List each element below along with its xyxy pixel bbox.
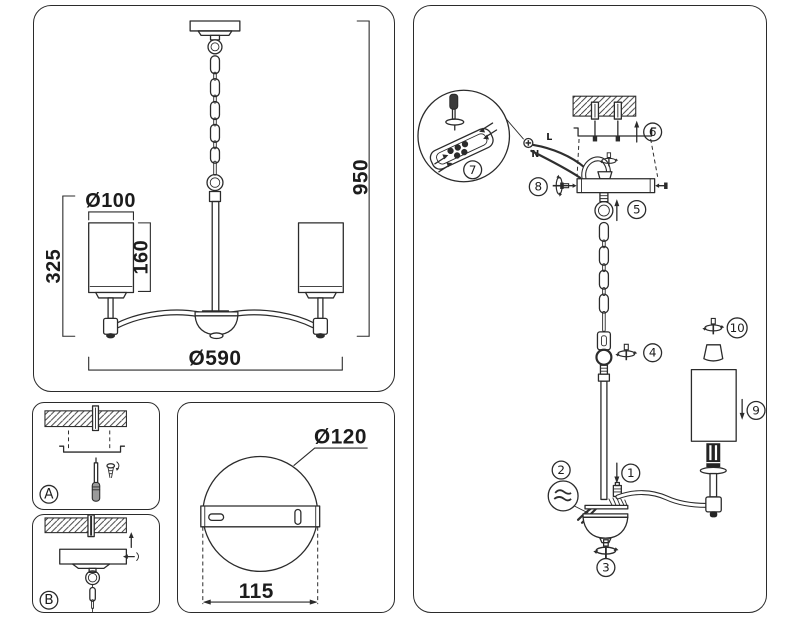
callout-1-label: 1 — [627, 466, 635, 480]
callout-1-circle — [621, 463, 641, 483]
step-a-drawing: A — [39, 405, 127, 504]
callout-4-label: 4 — [649, 346, 657, 360]
projection-left — [576, 138, 580, 177]
dim-mount-spacing: 115 — [202, 526, 319, 605]
step-a-badge: A — [39, 484, 59, 504]
tighten-icon-10 — [701, 317, 726, 336]
overview-panel: Ø100 160 325 950 Ø590 — [33, 5, 395, 392]
wire-neutral-label: N — [531, 149, 539, 160]
terminal-block-icon — [429, 128, 494, 170]
ceiling — [44, 515, 127, 538]
tighten-icon-canopy — [598, 152, 619, 168]
callout-7-circle — [463, 160, 483, 180]
step-b-badge: B — [39, 590, 59, 610]
step-a-panel: A — [32, 402, 160, 510]
lamp-socket — [699, 443, 727, 518]
tighten-icon-4 — [614, 343, 639, 362]
callout-3-label: 3 — [602, 561, 610, 575]
dim-fixture-height: 325 — [43, 195, 76, 337]
dim-label-mount-spacing: 115 — [239, 580, 274, 603]
dim-label-overall-height: 950 — [350, 159, 373, 195]
callout-8-label: 8 — [534, 180, 542, 194]
step-b-label: B — [44, 592, 53, 608]
stem — [597, 373, 611, 501]
dim-label-plate-diameter: Ø120 — [314, 426, 367, 449]
ceiling — [44, 405, 127, 432]
wire-live-label: L — [546, 132, 552, 143]
mounting-screws — [592, 120, 621, 142]
projection-right — [650, 138, 659, 177]
lift-arrow-icon — [128, 532, 134, 548]
canopy-hub — [71, 563, 111, 612]
mounting-bar — [200, 505, 321, 528]
assembly-drawing: 6 — [417, 89, 766, 578]
callout-2-label: 2 — [557, 463, 565, 477]
center-stem — [201, 200, 230, 318]
bar-screw-right — [655, 182, 668, 189]
canopy-plate-panel: Ø120 115 — [177, 402, 395, 613]
terminal-block-bubble: 7 — [417, 89, 524, 183]
dim-plate-diameter: Ø120 — [293, 426, 368, 466]
callout-6: 6 — [634, 120, 663, 143]
assembly-panel: 6 — [413, 5, 767, 613]
dim-shade-diameter: Ø100 — [85, 190, 136, 221]
motion-arrows — [434, 122, 498, 173]
chain-connector: 4 — [595, 331, 663, 375]
bowl — [582, 516, 629, 539]
arm — [615, 490, 709, 508]
canopy-and-chain — [189, 20, 241, 203]
lamp-column: 10 9 — [690, 317, 766, 518]
side-screw-icon — [122, 552, 139, 562]
screw-icon — [106, 461, 120, 479]
callout-2-circle — [551, 460, 571, 480]
mounting-bracket — [573, 127, 657, 137]
callout-6-label: 6 — [649, 125, 657, 139]
hub-assembly: 2 3 — [547, 460, 629, 578]
shade-top-ring — [703, 344, 724, 362]
screwdriver-icon — [91, 457, 101, 502]
screwdriver-icon — [445, 93, 465, 131]
dim-overall-diameter: Ø590 — [88, 347, 343, 371]
hanging-ring: 5 — [594, 192, 647, 222]
callout-9-label: 9 — [752, 403, 760, 417]
right-shade — [297, 222, 344, 339]
callout-8-circle — [528, 177, 548, 197]
dim-shade-height: 160 — [130, 222, 152, 293]
center-bowl — [194, 311, 239, 340]
dim-label-fixture-height: 325 — [43, 249, 65, 284]
dim-label-shade-height: 160 — [130, 240, 152, 275]
callout-3-circle — [596, 557, 616, 578]
chain — [598, 221, 610, 332]
wire-join-bubble — [547, 480, 589, 514]
hub-plate — [584, 504, 629, 510]
mounting-bracket — [59, 445, 126, 453]
shade — [690, 369, 737, 442]
ceiling — [572, 95, 637, 120]
slot-horizontal — [208, 513, 225, 522]
dim-overall-height: 950 — [350, 20, 373, 337]
slot-vertical — [294, 508, 302, 525]
callout-5-circle — [627, 199, 647, 220]
step-b-panel: B — [32, 514, 160, 613]
callout-5-label: 5 — [633, 203, 641, 217]
callout-10-label: 10 — [730, 321, 745, 335]
canopy-plate-drawing: Ø120 115 — [200, 426, 368, 605]
canopy-bar: 8 — [528, 171, 668, 198]
callout-4-circle — [643, 343, 663, 363]
step-b-drawing: B — [39, 515, 139, 612]
canopy-body — [59, 548, 128, 565]
callout-9: 9 — [739, 398, 766, 421]
left-shade — [88, 222, 135, 339]
overview-drawing: Ø100 160 325 950 Ø590 — [43, 20, 373, 371]
step-a-label: A — [44, 486, 54, 502]
dim-label-overall-diameter: Ø590 — [188, 347, 241, 370]
dim-label-shade-diameter: Ø100 — [85, 190, 136, 212]
callout-10-circle — [726, 317, 748, 339]
callout-7-label: 7 — [469, 163, 477, 177]
